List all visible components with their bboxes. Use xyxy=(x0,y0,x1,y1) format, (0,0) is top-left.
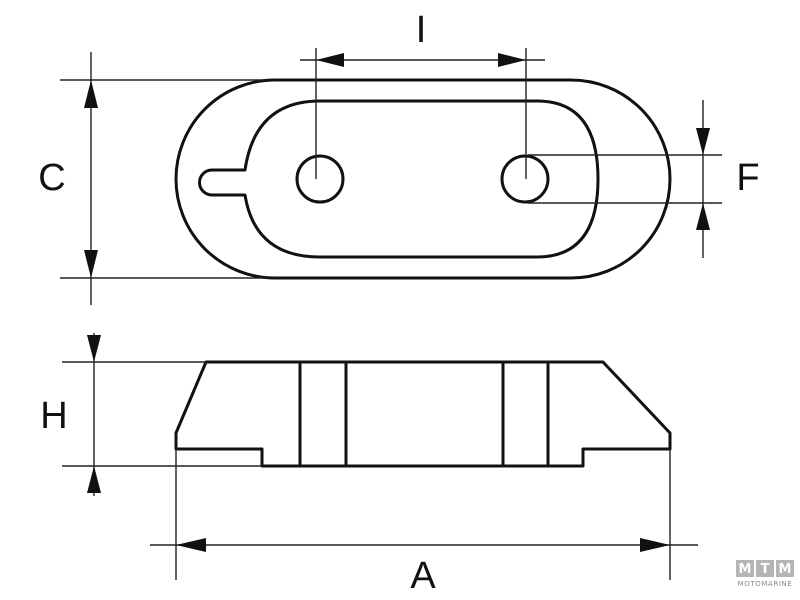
logo-letter: T xyxy=(761,562,770,577)
mounting-hole-left xyxy=(295,154,345,204)
mounting-hole-right xyxy=(500,154,550,204)
dimension-c: C xyxy=(38,52,265,305)
arrowhead-left-icon xyxy=(176,538,206,552)
side-profile xyxy=(174,360,672,468)
arrowhead-down-icon xyxy=(87,335,101,362)
dimension-i: I xyxy=(300,9,545,179)
dimension-label-i: I xyxy=(416,9,427,51)
logo-text: MOTOMARINE xyxy=(738,580,793,588)
arrowhead-up-icon xyxy=(87,466,101,493)
dimension-label-c: C xyxy=(38,157,65,199)
arrowhead-right-icon xyxy=(640,538,670,552)
dimension-h: H xyxy=(40,333,262,496)
arrowhead-up-icon xyxy=(84,80,98,108)
arrowhead-down-icon xyxy=(696,128,710,155)
motomarine-logo: M T M MOTOMARINE xyxy=(736,560,794,588)
dimension-f: F xyxy=(528,100,760,258)
side-view xyxy=(174,360,672,468)
logo-letter: M xyxy=(779,562,792,577)
arrowhead-down-icon xyxy=(84,250,98,278)
top-view xyxy=(174,78,672,280)
logo-box xyxy=(776,560,794,577)
dimension-a: A xyxy=(150,449,698,597)
logo-letter: M xyxy=(739,562,752,577)
dimension-label-a: A xyxy=(410,555,436,597)
dimension-label-f: F xyxy=(736,157,759,199)
dimension-label-h: H xyxy=(40,395,67,437)
arrowhead-up-icon xyxy=(696,203,710,230)
logo-box xyxy=(756,560,774,577)
outer-outline xyxy=(174,78,672,280)
arrowhead-left-icon xyxy=(316,53,344,67)
arrowhead-right-icon xyxy=(498,53,526,67)
inner-outline-with-slot xyxy=(198,99,600,259)
logo-box xyxy=(736,560,754,577)
